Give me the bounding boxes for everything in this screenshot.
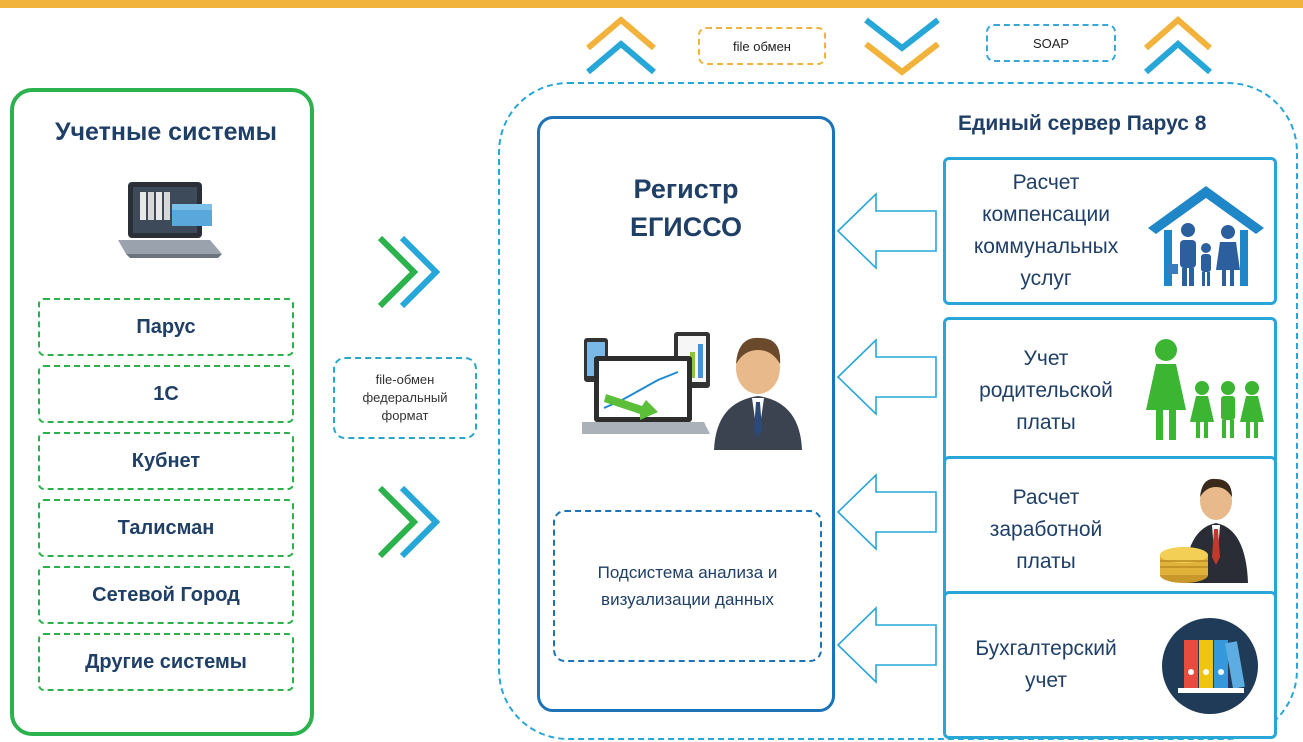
chevron-right-icon [377,235,441,309]
arrow-left-icon [836,192,937,270]
subsystem-line: Подсистема анализа и [597,563,778,582]
system-item-talisman: Талисман [38,499,294,557]
parent-children-icon [1146,339,1264,440]
module-label-line: учет [1024,669,1068,692]
analytics-user-icon [582,332,802,450]
module-label-line: компенсации [982,203,1110,226]
module-utility-compensation: Расчет компенсации коммунальных услуг [943,157,1277,305]
chevron-up-icon [586,16,656,75]
module-label: Учет родительской платы [946,320,1146,462]
file-exchange-label: file обмен [698,27,826,65]
chevron-right-icon [377,485,441,559]
chevron-down-icon [864,17,940,76]
module-label: Расчет компенсации коммунальных услуг [946,160,1146,302]
top-accent-bar [0,0,1303,8]
module-salary-calculation: Расчет заработной платы [943,456,1277,604]
module-label-line: Учет [1023,347,1069,370]
module-label-line: Расчет [1012,171,1080,194]
laptop-archive-icon [118,182,222,258]
system-item-parus: Парус [38,298,294,356]
system-item-other-systems: Другие системы [38,633,294,691]
unified-server-area [498,82,1298,740]
server-title: Единый сервер Парус 8 [958,112,1207,135]
module-label-line: платы [1016,550,1076,573]
registry-title-line: ЕГИССО [629,212,743,242]
arrow-left-icon [836,338,937,416]
registry-title-line: Регистр [633,174,739,204]
binders-icon [1162,618,1258,714]
module-label-line: родительской [979,379,1113,402]
module-label-line: услуг [1020,267,1072,290]
system-item-setevoy-gorod: Сетевой Город [38,566,294,624]
module-label-line: Бухгалтерский [975,637,1117,660]
chevron-up-icon [1144,16,1212,75]
module-parental-fee: Учет родительской платы [943,317,1277,465]
analytics-subsystem-box: Подсистема анализа и визуализации данных [553,510,822,662]
registry-egisso-box [537,116,835,712]
family-house-icon [1148,186,1264,286]
registry-title: Регистр ЕГИССО [537,170,835,246]
file-exchange-line: file-обмен [375,372,435,387]
subsystem-line: визуализации данных [601,590,774,609]
file-exchange-line: формат [381,408,429,423]
arrow-left-icon [836,606,937,684]
system-item-1c: 1С [38,365,294,423]
federal-file-exchange-box: file-обмен федеральный формат [333,357,477,439]
soap-label: SOAP [986,24,1116,62]
arrow-left-icon [836,473,937,551]
system-item-kubnet: Кубнет [38,432,294,490]
accounting-systems-panel [10,88,314,736]
module-label-line: коммунальных [973,235,1119,258]
module-label-line: Расчет [1012,486,1080,509]
file-exchange-line: федеральный [362,390,448,405]
businessman-coins-icon [1160,478,1248,583]
module-label-line: заработной [989,518,1103,541]
accounting-systems-title: Учетные системы [54,118,278,146]
module-label-line: платы [1016,411,1076,434]
module-label: Расчет заработной платы [946,459,1146,601]
module-accounting: Бухгалтерский учет [943,591,1277,739]
module-label: Бухгалтерский учет [946,594,1146,736]
